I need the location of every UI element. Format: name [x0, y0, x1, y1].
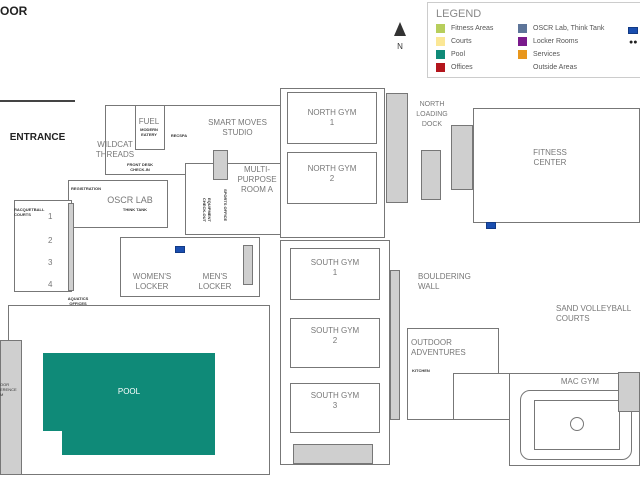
room-wildcat-threads: WILDCAT THREADS: [95, 140, 135, 159]
south-gym-2: SOUTH GYM 2: [310, 326, 360, 345]
equipment-checkout: EQUIPMENT CHECK-OUT: [202, 198, 212, 222]
room-fuel: FUEL: [138, 117, 160, 126]
registration: REGISTRATION: [71, 186, 101, 191]
north-gym-2: NORTH GYM 2: [307, 164, 357, 183]
restroom-icon: [486, 222, 496, 229]
legend-item-oscr: OSCR Lab, Think Tank: [518, 24, 604, 33]
room-fuel-eatery: MODERN EATERY: [140, 127, 158, 137]
sports-office: SPORTS OFFICE: [223, 188, 228, 222]
south-gym-1: SOUTH GYM 1: [310, 258, 360, 277]
aquatics-offices: AQUATICS OFFICES: [67, 296, 89, 306]
room-multipurpose-a: MULTI- PURPOSE ROOM A: [237, 165, 277, 194]
restroom-icon: [628, 27, 638, 34]
legend-item-outside: Outside Areas: [518, 63, 577, 72]
entrance-label: ENTRANCE: [9, 132, 66, 143]
court-1: 1: [48, 212, 53, 221]
room-smart-moves: SMART MOVES STUDIO: [208, 118, 267, 137]
family-restroom-icon: ●●: [629, 39, 638, 46]
legend: LEGEND Fitness Areas Courts Pool Offices…: [427, 2, 640, 78]
legend-title: LEGEND: [436, 8, 482, 20]
legend-item-services: Services: [518, 50, 560, 59]
pool-area: [43, 353, 215, 431]
pool-label: POOL: [117, 387, 141, 396]
north-gym-1: NORTH GYM 1: [307, 108, 357, 127]
bouldering-wall: BOULDERING WALL: [418, 272, 471, 291]
legend-item-fitness: Fitness Areas: [436, 24, 493, 33]
fitness-center: FITNESS CENTER: [533, 148, 567, 167]
kitchen: KITCHEN: [412, 368, 430, 373]
room-womens-locker: WOMEN'S LOCKER: [132, 272, 172, 291]
room-mens-locker: MEN'S LOCKER: [198, 272, 232, 291]
mac-gym: MAC GYM: [560, 377, 600, 386]
outdoor-adventures: OUTDOOR ADVENTURES: [411, 338, 466, 357]
sand-volleyball-courts: SAND VOLLEYBALL COURTS: [556, 304, 632, 323]
legend-item-locker: Locker Rooms: [518, 37, 578, 46]
legend-item-offices: Offices: [436, 63, 473, 72]
court-4: 4: [48, 280, 53, 289]
south-gym-3: SOUTH GYM 3: [310, 391, 360, 410]
north-arrow-icon: [394, 22, 406, 36]
north-loading-dock: NORTH LOADING DOCK: [416, 101, 448, 128]
room-oscr-lab: OSCR LAB: [107, 195, 153, 205]
front-desk: FRONT DESK CHECK-IN: [127, 162, 153, 172]
legend-item-pool: Pool: [436, 50, 465, 59]
conference-room: OOR ERENCE M: [0, 382, 17, 397]
court-3: 3: [48, 258, 53, 267]
restroom-icon: [175, 246, 185, 253]
room-think-tank: THINK TANK: [122, 207, 148, 212]
north-label: N: [397, 42, 403, 51]
legend-item-courts: Courts: [436, 37, 472, 46]
floor-label: OOR: [0, 4, 28, 18]
court-2: 2: [48, 236, 53, 245]
room-recspa: RecSPA: [170, 133, 188, 138]
racquetball-courts: RACQUETBALL COURTS: [14, 207, 45, 217]
